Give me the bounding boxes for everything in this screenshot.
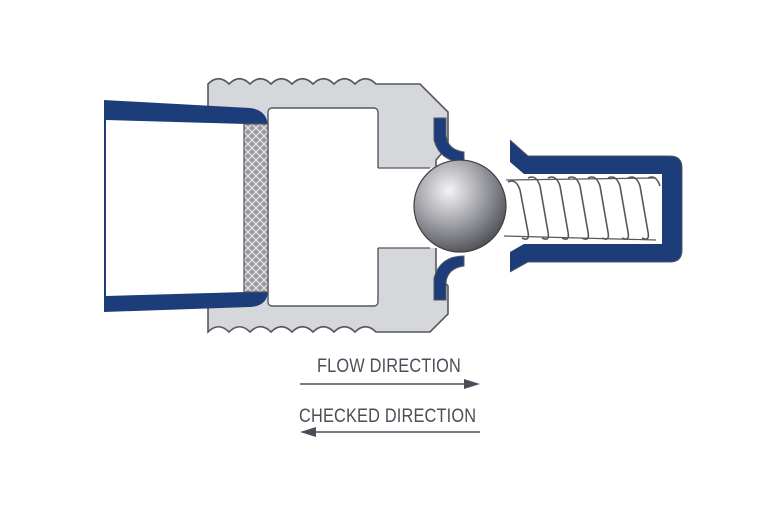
- flow-direction-label: FLOW DIRECTION: [317, 356, 462, 377]
- filter-screen: [243, 123, 269, 293]
- spring: [503, 176, 661, 241]
- check-ball: [413, 159, 507, 253]
- seat-clip-bottom: [433, 255, 465, 301]
- seat-clip-top: [433, 117, 465, 163]
- spring-housing: [510, 140, 682, 272]
- inner-bore: [267, 107, 379, 307]
- flow-arrow: [300, 379, 480, 389]
- checked-arrow: [300, 427, 480, 437]
- checked-direction-label: CHECKED DIRECTION: [299, 406, 477, 427]
